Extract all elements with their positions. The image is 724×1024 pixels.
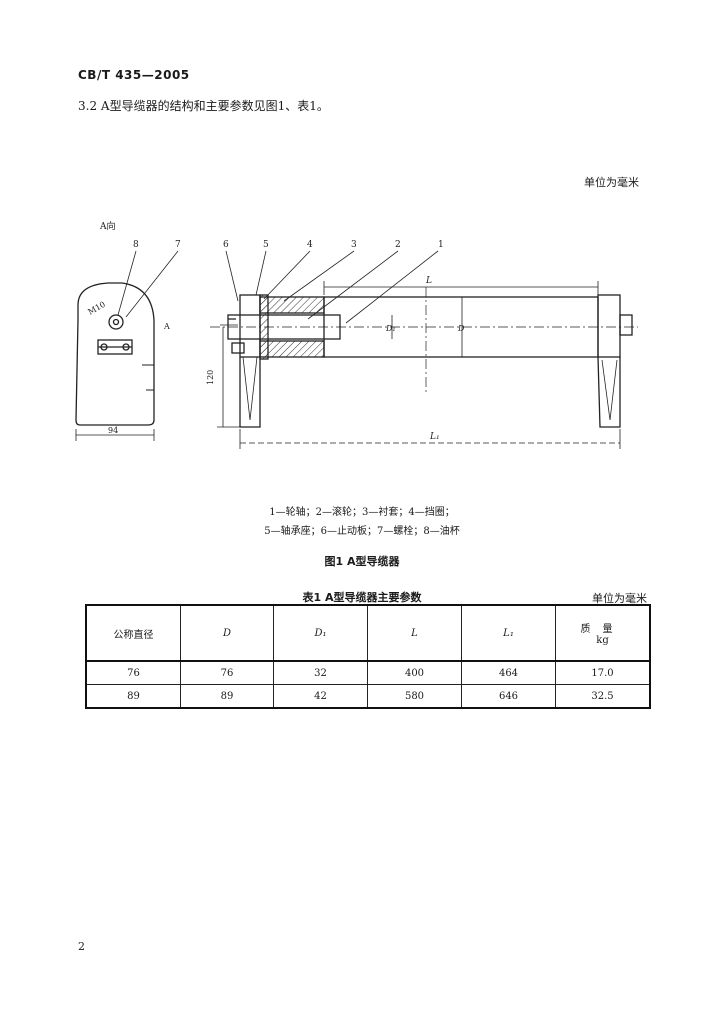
view-label: A向 bbox=[99, 220, 116, 232]
dim-width: 94 bbox=[108, 426, 118, 435]
table-caption: 表1 A型导缆器主要参数 bbox=[302, 591, 422, 604]
cell: 32.5 bbox=[555, 684, 651, 709]
left-bearing-block bbox=[239, 294, 261, 358]
dim-height: 120 bbox=[206, 370, 215, 385]
part-number-5: 5 bbox=[263, 240, 269, 250]
cell: 89 bbox=[180, 684, 274, 709]
part-number-4: 4 bbox=[307, 240, 313, 250]
side-view-hub bbox=[108, 314, 124, 330]
table-row: 89 89 42 580 646 32.5 bbox=[85, 684, 651, 709]
figure-legend-line-1: 1—轮轴；2—滚轮；3—衬套；4—挡圈； bbox=[269, 507, 455, 518]
table-unit-note: 单位为毫米 bbox=[592, 592, 647, 605]
bushing-bottom bbox=[259, 340, 325, 358]
header-nominal-diameter: 公称直径 bbox=[85, 604, 181, 662]
dim-l: L bbox=[425, 276, 432, 286]
part-number-3: 3 bbox=[351, 240, 357, 250]
table-row: 76 76 32 400 464 17.0 bbox=[85, 660, 651, 685]
part-number-6: 6 bbox=[223, 240, 229, 250]
header-d1: D₁ bbox=[273, 604, 368, 662]
clause-text: 3.2 A型导缆器的结构和主要参数见图1、表1。 bbox=[78, 99, 329, 113]
unit-note-top: 单位为毫米 bbox=[584, 176, 639, 189]
part-number-1: 1 bbox=[438, 240, 444, 250]
figure-caption: 图1 A型导缆器 bbox=[324, 555, 400, 568]
arrow-a-label: A bbox=[163, 322, 170, 331]
cell: 76 bbox=[85, 660, 181, 685]
header-mass: 质量 kg bbox=[555, 604, 651, 662]
header-mass-unit: kg bbox=[596, 635, 609, 646]
technical-drawing: A向 8 7 6 5 4 3 2 1 M10 A 94 120 L L₁ D D… bbox=[75, 220, 638, 449]
part-number-2: 2 bbox=[395, 240, 401, 250]
page-number: 2 bbox=[78, 940, 85, 953]
cell: 580 bbox=[367, 684, 462, 709]
figure-legend-line-2: 5—轴承座；6—止动板；7—螺栓；8—油杯 bbox=[264, 526, 460, 537]
cell: 646 bbox=[461, 684, 556, 709]
stop-plate bbox=[231, 342, 245, 354]
parameters-table: 公称直径 D D₁ L L₁ 质量 kg 76 76 32 400 464 17… bbox=[85, 604, 651, 709]
standard-code: CB/T 435—2005 bbox=[78, 68, 190, 82]
header-l: L bbox=[367, 604, 462, 662]
cell: 17.0 bbox=[555, 660, 651, 685]
header-d: D bbox=[180, 604, 274, 662]
dim-d: D bbox=[457, 324, 465, 333]
dim-d1: D₁ bbox=[385, 324, 396, 333]
header-l1: L₁ bbox=[461, 604, 556, 662]
table-header-row: 公称直径 D D₁ L L₁ 质量 kg bbox=[85, 604, 651, 662]
cell: 42 bbox=[273, 684, 368, 709]
dim-m10: M10 bbox=[87, 300, 107, 317]
bushing-top bbox=[259, 296, 325, 314]
part-number-8: 8 bbox=[133, 240, 139, 250]
dim-l1: L₁ bbox=[429, 432, 440, 442]
right-bearing-block bbox=[597, 294, 621, 358]
part-number-7: 7 bbox=[175, 240, 181, 250]
cell: 464 bbox=[461, 660, 556, 685]
cell: 76 bbox=[180, 660, 274, 685]
cell: 400 bbox=[367, 660, 462, 685]
cell: 89 bbox=[85, 684, 181, 709]
cell: 32 bbox=[273, 660, 368, 685]
header-mass-label: 质量 bbox=[580, 624, 625, 635]
